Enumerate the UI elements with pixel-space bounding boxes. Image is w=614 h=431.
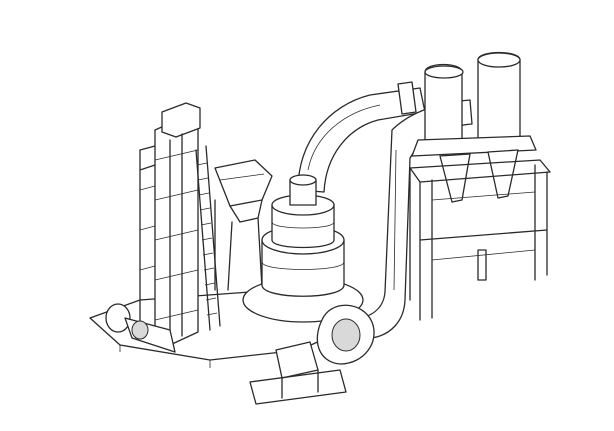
cyclone-collector xyxy=(411,51,537,281)
main-air-duct xyxy=(297,81,426,193)
feed-hopper xyxy=(214,159,273,291)
jaw-crusher xyxy=(105,303,176,353)
access-ladder xyxy=(195,145,221,331)
support-frame xyxy=(409,159,551,321)
bucket-elevator xyxy=(139,102,201,346)
blower-fan xyxy=(249,304,375,405)
